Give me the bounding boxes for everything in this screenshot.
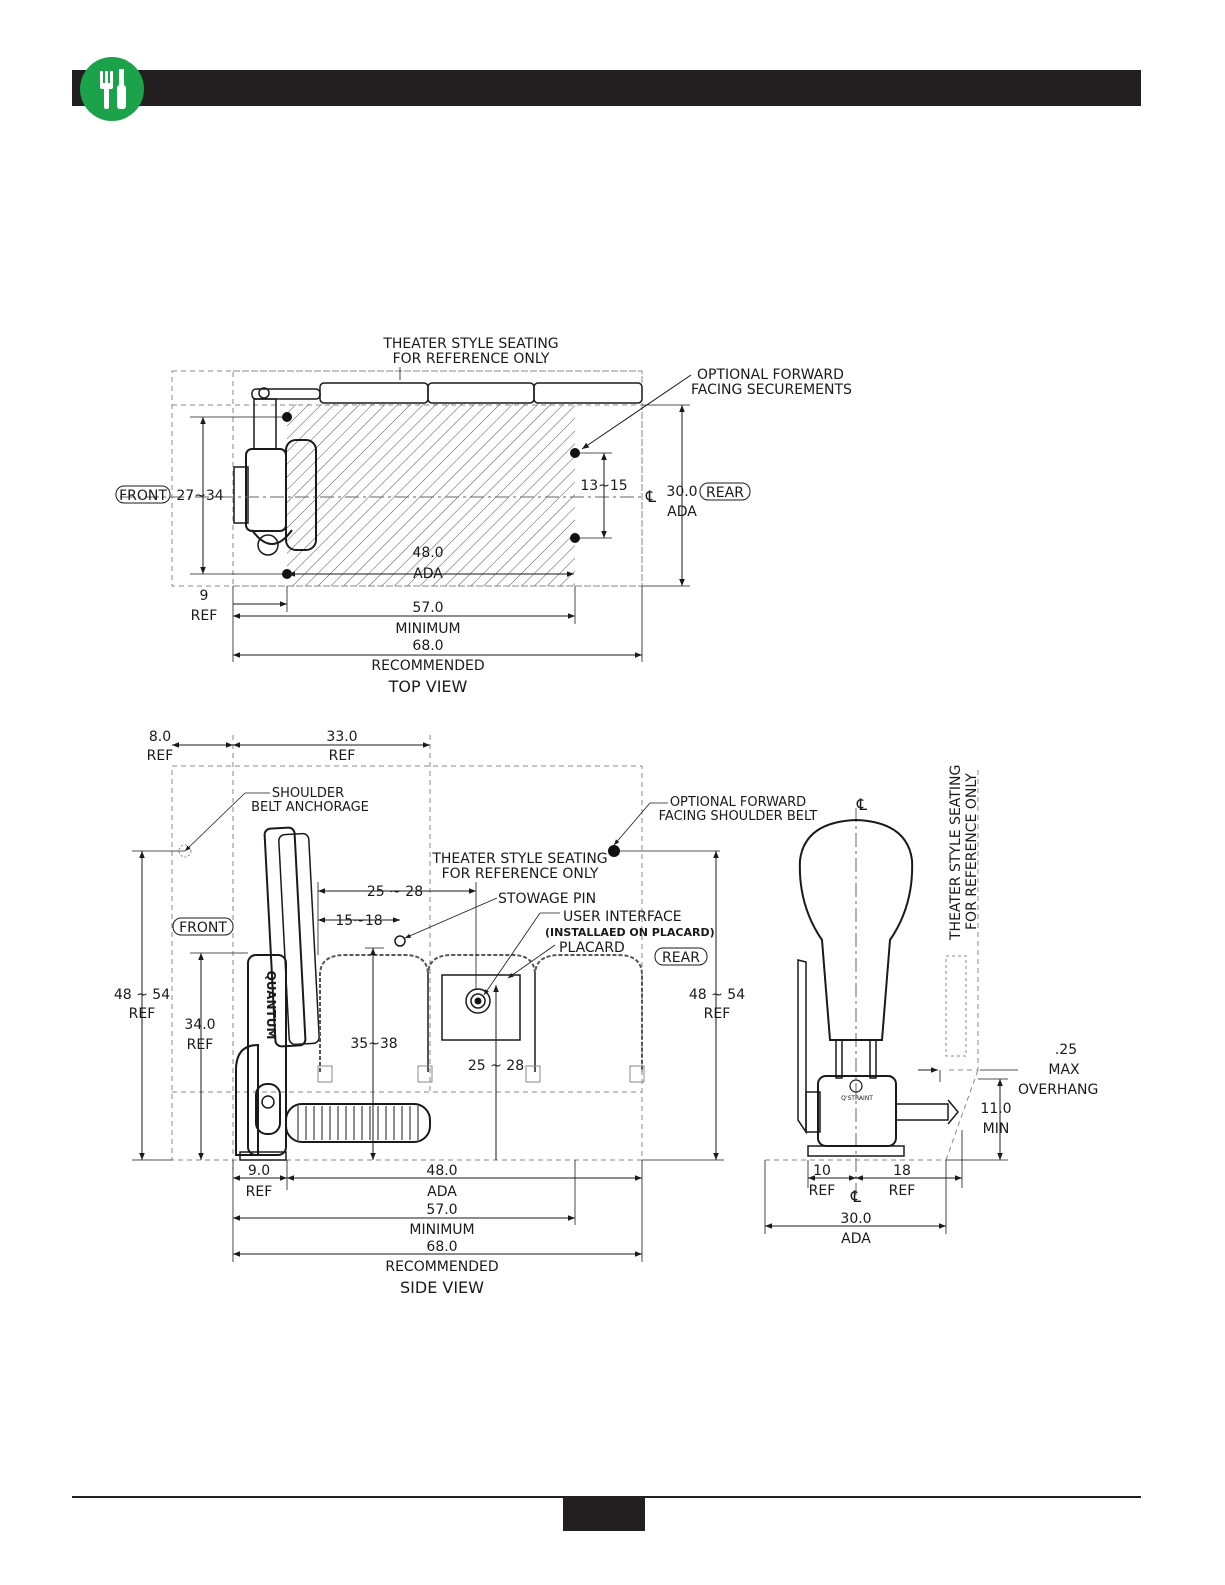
top-view-labels: THEATER STYLE SEATING FOR REFERENCE ONLY… xyxy=(115,336,852,696)
side-ref-33: REF xyxy=(329,748,356,764)
dim-025: .25 xyxy=(1055,1042,1077,1058)
rear-centerline-bottom: ℄ xyxy=(850,1187,862,1206)
rear-overhang: OVERHANG xyxy=(1018,1082,1098,1098)
dim-30-rear: 30.0 xyxy=(840,1211,871,1227)
rear-ref-18: REF xyxy=(889,1183,916,1199)
side-theater-1: THEATER STYLE SEATING xyxy=(431,851,607,867)
dim-10: 10 xyxy=(813,1163,831,1179)
side-front-label: FRONT xyxy=(179,920,227,936)
tools-icon xyxy=(100,69,126,109)
top-rear-label: REAR xyxy=(706,485,744,501)
dim-68-side: 68.0 xyxy=(426,1239,457,1255)
rear-theater-1: THEATER STYLE SEATING xyxy=(948,765,964,941)
dim-48-54-left: 48 ~ 54 xyxy=(114,987,170,1003)
dim-48-54-right: 48 ~ 54 xyxy=(689,987,745,1003)
side-minimum: MINIMUM xyxy=(409,1222,474,1238)
rear-ada: ADA xyxy=(841,1231,871,1247)
top-ada-30: ADA xyxy=(667,504,697,520)
top-theater-note-1: THEATER STYLE SEATING xyxy=(382,336,558,352)
dim-11: 11.0 xyxy=(980,1101,1011,1117)
dim-57-side: 57.0 xyxy=(426,1202,457,1218)
user-interface-label: USER INTERFACE xyxy=(563,909,682,925)
side-view-labels: 8.0 REF 33.0 REF SHOULDER BELT ANCHORAGE… xyxy=(114,729,818,1297)
side-ada-48: ADA xyxy=(427,1184,457,1200)
clear-floor-area xyxy=(287,404,575,586)
rear-brand: Q'STRAINT xyxy=(841,1095,873,1102)
side-view: QUANTUM xyxy=(132,735,724,1262)
dim-33: 33.0 xyxy=(326,729,357,745)
top-recommended: RECOMMENDED xyxy=(371,658,484,674)
top-view-title: TOP VIEW xyxy=(388,677,468,696)
side-brand: QUANTUM xyxy=(264,971,278,1040)
side-ref-48-54-left: REF xyxy=(129,1006,156,1022)
dim-57-top: 57.0 xyxy=(412,600,443,616)
side-rear-label: REAR xyxy=(662,950,700,966)
dim-9-top: 9 xyxy=(200,588,209,604)
header-bar xyxy=(72,70,1141,106)
rear-theater-2: FOR REFERENCE ONLY xyxy=(964,773,980,930)
dim-25-28-top: 25 ~ 28 xyxy=(367,884,423,900)
side-recommended: RECOMMENDED xyxy=(385,1259,498,1275)
top-view xyxy=(120,367,692,662)
placard-label: PLACARD xyxy=(559,940,625,956)
shoulder-label-2: BELT ANCHORAGE xyxy=(251,800,369,815)
side-theater-2: FOR REFERENCE ONLY xyxy=(442,866,599,882)
dim-34: 34.0 xyxy=(184,1017,215,1033)
top-front-label: FRONT xyxy=(119,488,167,504)
rear-ref-10: REF xyxy=(809,1183,836,1199)
dim-68-top: 68.0 xyxy=(412,638,443,654)
side-optional-2: FACING SHOULDER BELT xyxy=(659,809,818,824)
dim-9-side: 9.0 xyxy=(248,1163,270,1179)
stowage-pin-label: STOWAGE PIN xyxy=(498,891,596,907)
side-ref-48-54-right: REF xyxy=(704,1006,731,1022)
top-optional-1: OPTIONAL FORWARD xyxy=(697,367,844,383)
top-centerline: ℄ xyxy=(645,487,657,506)
side-view-title: SIDE VIEW xyxy=(400,1278,484,1297)
dim-13-15: 13~15 xyxy=(580,478,627,494)
dim-25-28-bottom: 25 ~ 28 xyxy=(468,1058,524,1074)
dim-8: 8.0 xyxy=(149,729,171,745)
installed-label: (INSTALLAED ON PLACARD) xyxy=(545,926,715,939)
dim-27-34: 27~34 xyxy=(176,488,223,504)
side-ref-9: REF xyxy=(246,1184,273,1200)
rear-view-labels: ℄ THEATER STYLE SEATING FOR REFERENCE ON… xyxy=(809,765,1099,1247)
rear-view xyxy=(764,770,1018,1234)
top-optional-2: FACING SECUREMENTS xyxy=(691,382,852,398)
top-minimum: MINIMUM xyxy=(395,621,460,637)
dim-30-top: 30.0 xyxy=(666,484,697,500)
top-ref-9: REF xyxy=(191,608,218,624)
side-optional-1: OPTIONAL FORWARD xyxy=(670,795,806,810)
top-ada-48: ADA xyxy=(413,566,443,582)
page-number-tab xyxy=(563,1497,645,1531)
top-theater-note-2: FOR REFERENCE ONLY xyxy=(393,351,550,367)
dim-48-side: 48.0 xyxy=(426,1163,457,1179)
rear-min: MIN xyxy=(983,1121,1010,1137)
dim-35-38: 35~38 xyxy=(350,1036,397,1052)
dim-48-top: 48.0 xyxy=(412,545,443,561)
rear-max: MAX xyxy=(1048,1062,1080,1078)
dim-18: 18 xyxy=(893,1163,911,1179)
side-ref-34: REF xyxy=(187,1037,214,1053)
dim-15-18: 15~18 xyxy=(335,913,382,929)
shoulder-label-1: SHOULDER xyxy=(272,786,344,801)
tools-badge xyxy=(80,57,144,121)
side-ref-8: REF xyxy=(147,748,174,764)
rear-centerline-top: ℄ xyxy=(856,795,868,814)
